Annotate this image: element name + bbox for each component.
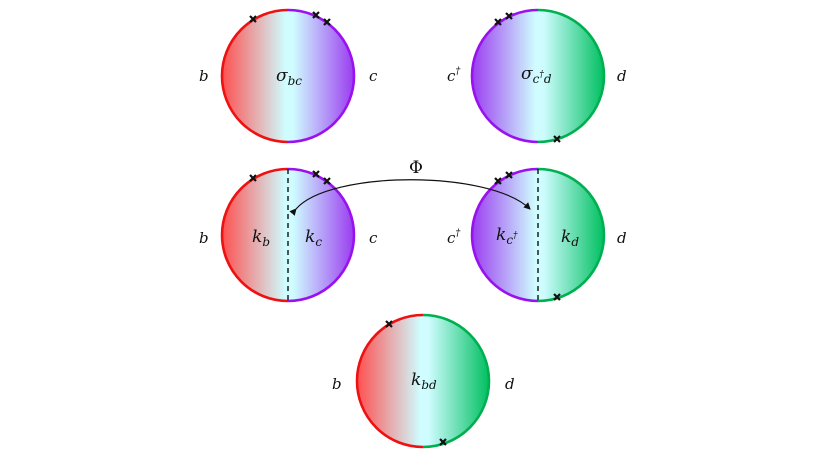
cross-mark [323,18,331,26]
phi-map-arrow: Φ [289,158,531,216]
circle-sigma-bc: σbc b c [199,8,378,144]
right-boundary-label: c [369,67,378,85]
right-boundary-label: d [617,229,627,247]
right-boundary-label: d [505,375,515,393]
cross-mark [249,174,257,182]
cross-mark [323,177,331,185]
left-boundary-label: b [199,67,209,85]
cross-mark [553,135,561,143]
double-arrow-curve [289,179,531,216]
circle-k-b-k-c: kb kc b c [199,167,378,303]
circle-k-bd: kbd b d [332,313,515,449]
cross-mark [312,170,320,178]
left-boundary-label: c† [447,66,461,85]
left-arc-b [220,167,289,303]
cross-mark [249,15,257,23]
right-boundary-label: d [617,67,627,85]
left-arc-b [220,8,289,144]
right-half-label: kd [561,227,579,249]
left-boundary-label: b [199,229,209,247]
circle-label: kbd [411,370,437,392]
circle-label: σc†d [521,64,552,86]
right-half-label: kc [305,227,322,249]
left-boundary-label: c† [447,228,461,247]
circle-sigma-cdag-d: σc†d c† d [447,8,627,144]
cross-mark [312,11,320,19]
cross-mark [385,320,393,328]
right-arc-d [537,8,606,144]
left-arc-b [355,313,424,449]
cross-mark [553,293,561,301]
cross-mark [505,12,513,20]
left-half-label: kc† [496,225,518,247]
cross-mark [439,438,447,446]
circle-k-cdag-k-d: kc† kd c† d [447,167,627,303]
left-half-label: kb [252,227,270,249]
circle-fill [357,315,489,447]
circle-label: σbc [276,66,302,88]
right-arc-d [422,313,491,449]
right-arc-d [537,167,606,303]
cross-mark [494,177,502,185]
circle-fill [472,10,604,142]
right-boundary-label: c [369,229,378,247]
left-boundary-label: b [332,375,342,393]
circle-fill [222,10,354,142]
cross-mark [494,18,502,26]
cross-mark [505,171,513,179]
phi-label: Φ [409,158,423,178]
